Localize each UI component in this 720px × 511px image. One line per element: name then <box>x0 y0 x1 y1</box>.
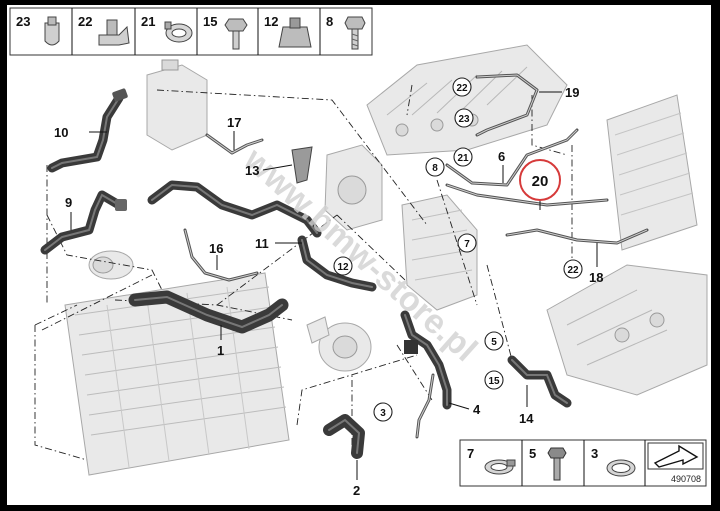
hose-16 <box>183 228 259 282</box>
legend-item-3-label: 3 <box>591 446 598 461</box>
highlight-ring <box>519 159 561 201</box>
legend-top: 23 22 21 15 12 8 <box>9 7 373 56</box>
water-pump <box>306 316 372 372</box>
hose-9 <box>40 190 127 255</box>
pipe-18 <box>505 228 649 245</box>
legend-item-15-label: 15 <box>203 14 217 29</box>
label-11: 11 <box>255 236 269 251</box>
hose-1 <box>128 290 289 334</box>
diagram-reference-number: 490708 <box>671 474 701 484</box>
bolt-icon <box>547 447 567 481</box>
thermostat-housing <box>324 144 383 231</box>
legend-item-8-label: 8 <box>326 14 333 29</box>
label-17: 17 <box>227 115 241 130</box>
connector-5 <box>404 340 418 354</box>
hose-17 <box>205 133 264 155</box>
expansion-tank <box>146 59 208 151</box>
clip-icon <box>44 16 60 46</box>
hose-14 <box>507 355 572 408</box>
hose-10 <box>47 88 128 173</box>
label-6: 6 <box>498 149 505 164</box>
circled-23: 23 <box>458 114 470 125</box>
legend-item-21-label: 21 <box>141 14 155 29</box>
legend-item-7-label: 7 <box>467 446 474 461</box>
label-13: 13 <box>245 163 259 178</box>
circled-22-right: 22 <box>567 265 579 276</box>
label-18: 18 <box>589 270 603 285</box>
circled-8: 8 <box>432 163 438 174</box>
legend-item-12-label: 12 <box>264 14 278 29</box>
circled-22-top: 22 <box>456 83 468 94</box>
direction-arrow-icon <box>647 442 704 470</box>
circled-5: 5 <box>491 337 497 348</box>
cylinder-head-top <box>366 44 568 156</box>
cooling-hoses-diagram: 23 22 21 15 12 8 <box>9 7 708 498</box>
pipe-6 <box>445 128 609 207</box>
label-14: 14 <box>519 411 534 426</box>
cylinder-head-right <box>546 264 708 396</box>
circled-3: 3 <box>380 408 386 419</box>
hose-clamp-icon <box>164 21 193 43</box>
label-4: 4 <box>473 402 481 417</box>
circled-7: 7 <box>464 239 470 250</box>
legend-item-23-label: 23 <box>16 14 30 29</box>
hose-coupling-icon <box>98 19 130 46</box>
hose-2 <box>323 414 365 459</box>
spring-clamp-icon <box>606 459 636 477</box>
circled-15: 15 <box>488 376 500 387</box>
bracket-13 <box>291 146 313 184</box>
label-10: 10 <box>54 125 68 140</box>
screw-icon <box>344 16 366 50</box>
intercooler <box>606 94 698 251</box>
hex-bolt-icon <box>224 18 248 50</box>
legend-item-5-label: 5 <box>529 446 536 461</box>
label-20: 20 <box>532 173 549 190</box>
hose-4 <box>400 310 452 439</box>
leader-lines <box>70 91 598 480</box>
hose-11 <box>147 180 377 292</box>
oil-cooler <box>401 194 478 311</box>
part-labels: 10 9 17 13 11 16 1 2 4 14 18 19 6 <box>54 85 603 498</box>
legend-bottom: 7 5 3 490708 <box>459 439 707 487</box>
band-clamp-icon <box>484 459 516 475</box>
diagram-canvas: 23 22 21 15 12 8 <box>7 5 711 505</box>
circled-labels: 22 23 21 8 7 22 12 3 5 15 <box>333 77 583 422</box>
circled-12: 12 <box>337 262 349 273</box>
label-1: 1 <box>217 343 224 358</box>
pipe-19 <box>475 73 539 137</box>
legend-item-22-label: 22 <box>78 14 92 29</box>
label-16: 16 <box>209 241 223 256</box>
label-2: 2 <box>353 483 360 498</box>
label-19: 19 <box>565 85 579 100</box>
highlight-part-20[interactable]: 20 <box>519 159 561 201</box>
label-9: 9 <box>65 195 72 210</box>
assembly-lines <box>34 84 573 461</box>
bracket-icon <box>278 17 312 48</box>
electric-pump <box>88 250 134 280</box>
circled-21: 21 <box>457 153 469 164</box>
